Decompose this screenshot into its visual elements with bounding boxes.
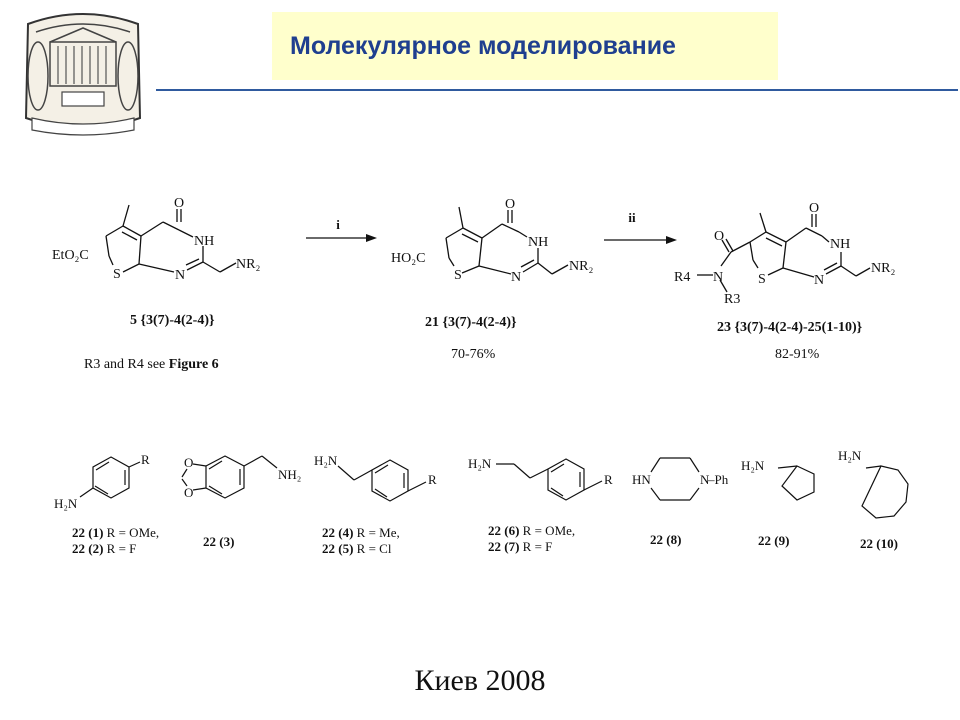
atom-label: R4 [674,270,690,285]
atom-label: N [700,472,710,487]
amine-22-9-structure [777,465,815,501]
amine-22-6-structure [496,458,603,501]
amine-22-4-structure [337,459,427,502]
amine-label-line: 22 (4) R = Me, [322,525,400,540]
atom-label: R [428,472,437,487]
atom-label: O [184,455,193,470]
amine-22-8-structure [650,457,700,501]
arrow-1-label: i [336,217,340,232]
atom-label-ph: –Ph [707,472,729,487]
atom-label: S [454,268,462,283]
atom-label: H₂N [54,496,78,511]
compound-5-structure [105,204,237,273]
atom-label: N [175,268,185,283]
atom-label: NR₂ [236,257,260,272]
atom-label: NR₂ [871,261,895,276]
atom-label: NH [830,237,850,252]
university-seal-icon [24,13,142,136]
atom-label: R [604,472,613,487]
compound-21-label: 21 {3(7)-4(2-4)} [425,315,517,330]
compound-23-yield: 82-91% [775,347,820,362]
atom-label: S [113,267,121,282]
atom-label: H₂N [468,456,492,471]
atom-label: O [184,485,193,500]
amine-22-10-structure [861,465,909,519]
atom-label: EtO₂C [52,248,89,263]
atom-label: N [511,270,521,285]
atom-label: O [809,201,819,216]
amine-22-3-structure [181,455,278,499]
amine-label-line: 22 (7) R = F [488,539,552,554]
atom-label: O [505,197,515,212]
compound-23-structure [697,212,871,293]
atom-label: HN [632,472,651,487]
atom-label: R3 [724,292,740,307]
compound-5-label: 5 {3(7)-4(2-4)} [130,313,215,328]
amine-22-1-structure [79,456,141,499]
header-divider [156,89,958,91]
compound-21-yield: 70-76% [451,347,496,362]
amine-label-line: 22 (9) [758,533,789,548]
amine-label-line: 22 (3) [203,534,234,549]
amine-label-line: 22 (1) R = OMe, [72,525,159,540]
atom-label: N [713,270,723,285]
atom-label: NH [528,235,548,250]
atom-label: N [814,273,824,288]
amine-label-line: 22 (2) R = F [72,541,136,556]
compound-23-atoms: O O NH R4 N R3 S N NR₂ [674,201,895,307]
atom-label: NH [194,234,214,249]
title-banner: Молекулярное моделирование [272,12,778,80]
atom-label: H₂N [741,458,765,473]
compound-21-atoms: O NH HO₂C S N NR₂ [391,197,593,285]
compound-5-atoms: O NH EtO₂C S N NR₂ [52,196,260,283]
amine-label-line: 22 (5) R = Cl [322,541,392,556]
footer-caption: Киев 2008 [414,664,546,697]
atom-label: O [174,196,184,211]
atom-label: HO₂C [391,251,425,266]
amine-label-line: 22 (6) R = OMe, [488,523,575,538]
atom-label: S [758,272,766,287]
compound-21-structure [445,206,569,275]
atom-label: H₂N [838,448,862,463]
atom-label: NH₂ [278,467,301,482]
atom-label: H₂N [314,453,338,468]
atom-label: NR₂ [569,259,593,274]
page-title: Молекулярное моделирование [290,31,676,60]
amine-label-line: 22 (10) [860,536,898,551]
figure-note: R3 and R4 see Figure 6 [84,357,219,372]
amine-label-line: 22 (8) [650,532,681,547]
atom-label: R [141,452,150,467]
atom-label: O [714,229,724,244]
arrow-2-label: ii [628,210,636,225]
compound-23-label: 23 {3(7)-4(2-4)-25(1-10)} [717,320,863,335]
